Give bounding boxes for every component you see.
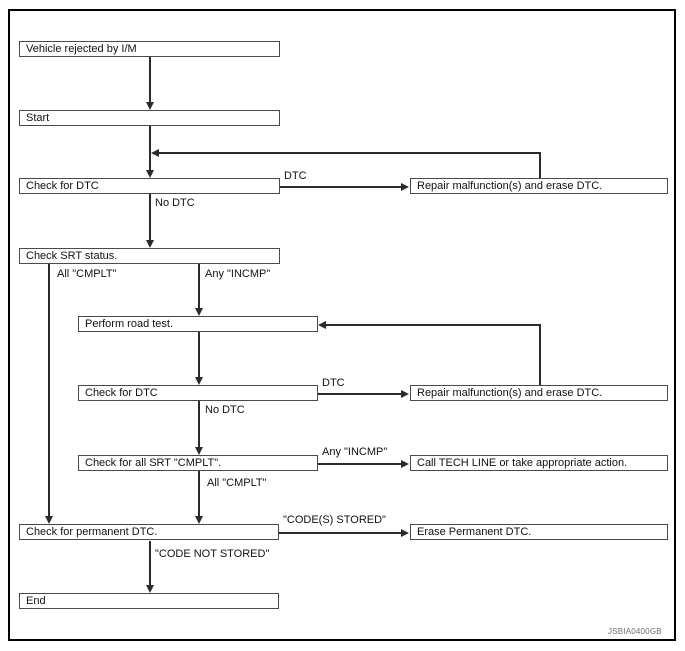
arrowhead-right-icon [401,529,409,537]
node-repair-malfunction-1: Repair malfunction(s) and erase DTC. [410,178,668,194]
arrowhead-down-icon [146,585,154,593]
connector-feedback-1-vertical [539,152,541,178]
connector-dtc-2-to-repair-2 [318,393,403,395]
arrowhead-left-icon [151,149,159,157]
arrowhead-down-icon [195,377,203,385]
node-start: Start [19,110,280,126]
connector-permanent-to-end [149,541,151,586]
arrowhead-right-icon [401,390,409,398]
connector-dtc-1-to-repair-1 [280,186,403,188]
arrowhead-right-icon [401,183,409,191]
connector-vehicle-to-start [149,57,151,103]
arrowhead-down-icon [195,308,203,316]
arrowhead-down-icon [195,516,203,524]
arrowhead-down-icon [195,447,203,455]
connector-srt-any-incmp-to-road-test [198,264,200,309]
node-vehicle-rejected: Vehicle rejected by I/M [19,41,280,57]
arrowhead-left-icon [318,321,326,329]
edge-label-codes-stored: "CODE(S) STORED" [283,514,386,526]
figure-border [8,9,676,641]
node-call-tech-line: Call TECH LINE or take appropriate actio… [410,455,668,471]
connector-srt-all-cmplt-to-permanent [48,264,50,517]
connector-feedback-2-horizontal [322,324,540,326]
node-check-all-srt-cmplt: Check for all SRT "CMPLT". [78,455,318,471]
connector-all-srt-to-permanent [198,471,200,517]
node-check-srt-status: Check SRT status. [19,248,280,264]
connector-all-srt-to-tech-line [318,463,403,465]
connector-dtc-1-to-srt [149,194,151,241]
node-end: End [19,593,279,609]
edge-label-no-dtc-1: No DTC [155,197,195,209]
arrowhead-down-icon [146,170,154,178]
edge-label-all-cmplt-2: All "CMPLT" [207,477,267,489]
edge-label-dtc-2: DTC [322,377,345,389]
node-perform-road-test: Perform road test. [78,316,318,332]
connector-permanent-to-erase [279,532,403,534]
connector-road-test-to-dtc-2 [198,332,200,378]
connector-feedback-2-vertical [539,324,541,385]
node-erase-permanent-dtc: Erase Permanent DTC. [410,524,668,540]
edge-label-any-incmp-2: Any "INCMP" [322,446,388,458]
figure-id: JSBIA0400GB [608,627,662,636]
arrowhead-down-icon [146,102,154,110]
arrowhead-down-icon [146,240,154,248]
node-repair-malfunction-2: Repair malfunction(s) and erase DTC. [410,385,668,401]
node-check-permanent-dtc: Check for permanent DTC. [19,524,279,540]
edge-label-code-not-stored: "CODE NOT STORED" [155,548,270,560]
edge-label-all-cmplt-1: All "CMPLT" [57,268,117,280]
edge-label-any-incmp-1: Any "INCMP" [205,268,271,280]
connector-start-to-check-dtc-1 [149,126,151,171]
arrowhead-down-icon [45,516,53,524]
node-check-for-dtc-1: Check for DTC [19,178,280,194]
node-check-for-dtc-2: Check for DTC [78,385,318,401]
connector-dtc-2-to-all-srt [198,401,200,448]
connector-feedback-1-horizontal [154,152,540,154]
edge-label-dtc-1: DTC [284,170,307,182]
arrowhead-right-icon [401,460,409,468]
edge-label-no-dtc-2: No DTC [205,404,245,416]
